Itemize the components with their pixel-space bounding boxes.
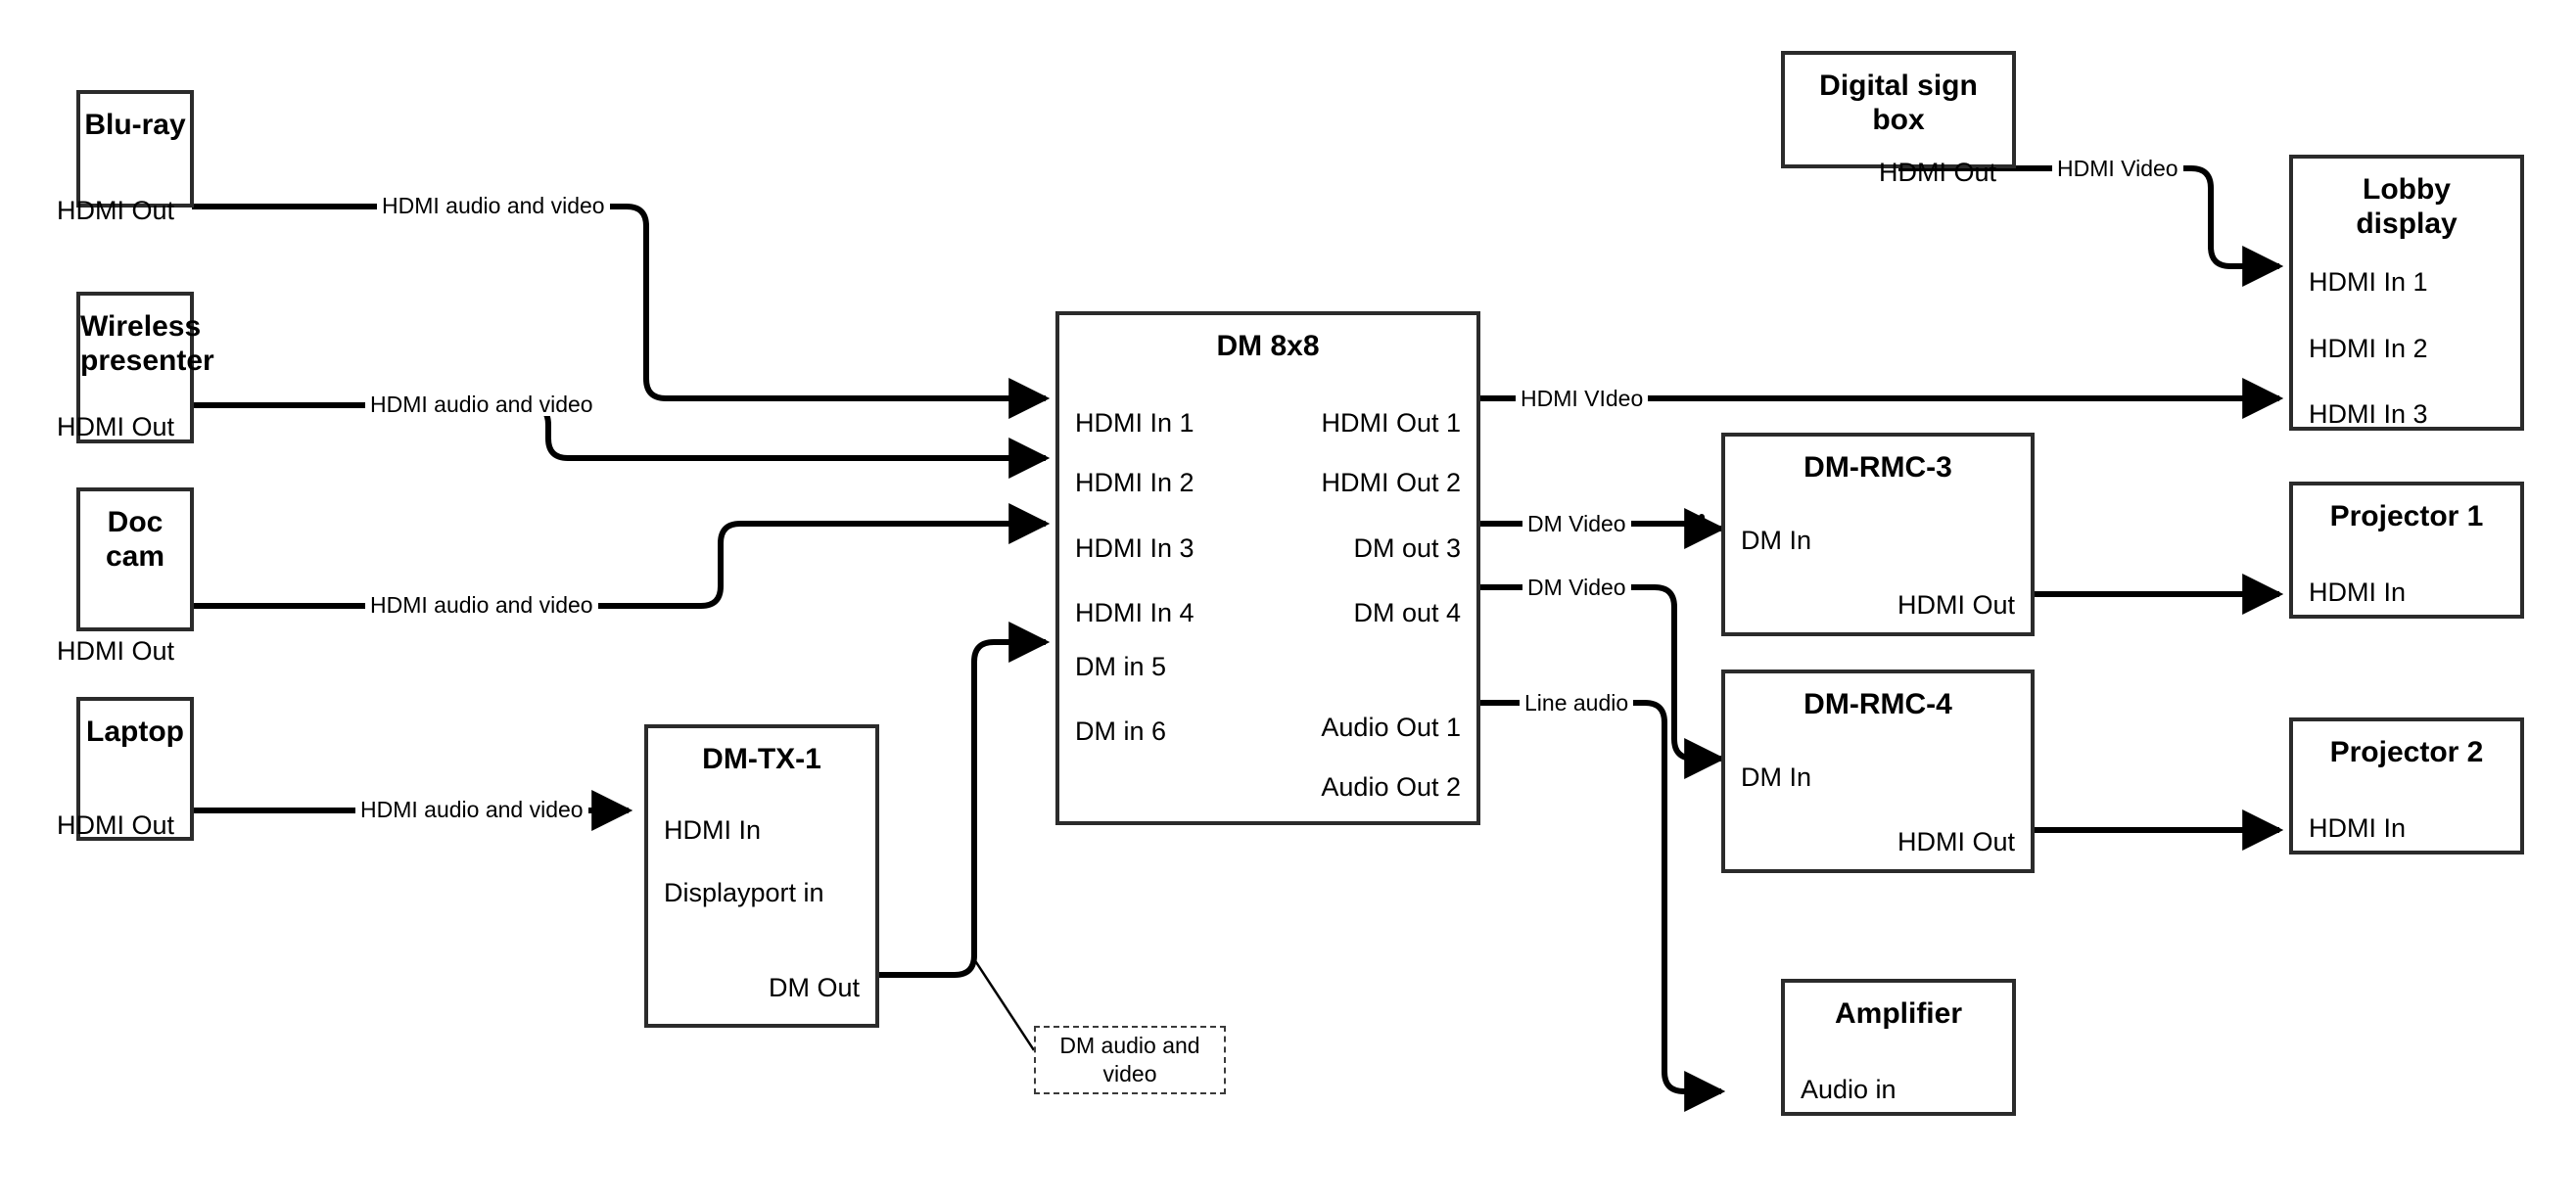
node-amplifier-title: Amplifier <box>1834 997 1963 1030</box>
port-doccam-hdmi-out[interactable]: HDMI Out <box>56 635 174 666</box>
port-dmtx1-dm-out[interactable]: DM Out <box>768 973 860 1003</box>
node-digital-sign-box[interactable]: Digital sign box HDMI Out <box>1781 51 2016 185</box>
node-dm-tx-1-ports: HDMI In Displayport in DM Out <box>648 776 875 1024</box>
wire-dm8x8-audioout1-to-amplifier <box>1480 700 1726 1112</box>
wire-label-wireless-to-dm8x8: HDMI audio and video <box>365 393 598 416</box>
node-wireless-presenter-title: Wireless presenter <box>80 310 214 378</box>
wire-dm8x8-out4-to-rmc4 <box>1480 584 1726 779</box>
wire-bluray-to-dm8x8-in1 <box>192 204 1051 419</box>
port-dmtx1-hdmi-in[interactable]: HDMI In <box>664 815 762 846</box>
wire-label-dm8x8-out1-to-lobby: HDMI VIdeo <box>1516 388 1649 410</box>
node-projector-2-title: Projector 2 <box>2329 736 2484 768</box>
port-bluray-hdmi-out[interactable]: HDMI Out <box>56 196 174 226</box>
wire-label-doccam-to-dm8x8: HDMI audio and video <box>365 594 598 617</box>
port-dm8x8-hdmi-out-2[interactable]: HDMI Out 2 <box>1321 468 1461 498</box>
callout-leader-line <box>972 958 1036 1051</box>
node-projector-1-title: Projector 1 <box>2329 500 2484 532</box>
node-dm-rmc-4-ports: DM In HDMI Out <box>1725 721 2031 869</box>
wire-label-bluray-to-dm8x8: HDMI audio and video <box>377 195 610 217</box>
node-projector-1-ports: HDMI In <box>2293 533 2520 615</box>
node-dm-rmc-4-title: DM-RMC-4 <box>1803 688 1952 720</box>
node-projector-1[interactable]: Projector 1 HDMI In <box>2289 482 2524 619</box>
node-amplifier-ports: Audio in <box>1785 1031 2012 1112</box>
port-dm8x8-audio-out-2[interactable]: Audio Out 2 <box>1321 772 1461 803</box>
node-dm-8x8-title: DM 8x8 <box>1216 330 1320 362</box>
wire-label-sign-to-lobby: HDMI Video <box>2052 158 2183 180</box>
port-rmc3-dm-in[interactable]: DM In <box>1741 526 1812 556</box>
callout-dm-audio-and-video: DM audio and video <box>1034 1026 1226 1094</box>
port-projector2-hdmi-in[interactable]: HDMI In <box>2309 813 2407 844</box>
node-dm-8x8[interactable]: DM 8x8 HDMI In 1 HDMI In 2 HDMI In 3 HDM… <box>1055 311 1480 825</box>
port-wireless-hdmi-out[interactable]: HDMI Out <box>56 411 174 441</box>
port-dm8x8-hdmi-in-4[interactable]: HDMI In 4 <box>1075 598 1194 628</box>
node-bluray[interactable]: Blu-ray HDMI Out <box>57 90 194 224</box>
node-dm-rmc-3-ports: DM In HDMI Out <box>1725 485 2031 632</box>
port-dm8x8-audio-out-1[interactable]: Audio Out 1 <box>1321 713 1461 743</box>
node-dm-rmc-4[interactable]: DM-RMC-4 DM In HDMI Out <box>1721 670 2035 873</box>
node-dm-rmc-3-title: DM-RMC-3 <box>1803 451 1952 484</box>
port-amplifier-audio-in[interactable]: Audio in <box>1801 1075 1897 1105</box>
wire-label-dmout4-to-rmc4: DM Video <box>1522 577 1631 599</box>
node-digital-sign-box-ports: HDMI Out <box>1785 138 2012 185</box>
node-dm-rmc-3[interactable]: DM-RMC-3 DM In HDMI Out <box>1721 433 2035 636</box>
node-digital-sign-box-title: Digital sign box <box>1819 69 1978 137</box>
wire-label-audioout1-to-amplifier: Line audio <box>1520 692 1634 715</box>
node-lobby-display-ports: HDMI In 1 HDMI In 2 HDMI In 3 <box>2293 242 2520 427</box>
port-dm8x8-hdmi-in-3[interactable]: HDMI In 3 <box>1075 533 1194 564</box>
port-dm8x8-hdmi-in-2[interactable]: HDMI In 2 <box>1075 468 1194 498</box>
wire-wireless-to-dm8x8-in2 <box>192 402 1051 479</box>
node-doc-cam[interactable]: Doc cam HDMI Out <box>57 487 194 664</box>
port-laptop-hdmi-out[interactable]: HDMI Out <box>56 810 174 841</box>
node-dm-tx-1-title: DM-TX-1 <box>702 743 821 775</box>
node-bluray-title: Blu-ray <box>84 109 186 141</box>
port-dm8x8-dm-in-5[interactable]: DM in 5 <box>1075 652 1167 682</box>
node-laptop-title: Laptop <box>86 716 184 748</box>
port-rmc4-dm-in[interactable]: DM In <box>1741 762 1812 793</box>
port-projector1-hdmi-in[interactable]: HDMI In <box>2309 577 2407 608</box>
node-laptop-ports: HDMI Out <box>57 749 190 839</box>
port-dm8x8-hdmi-in-1[interactable]: HDMI In 1 <box>1075 408 1194 439</box>
port-lobby-hdmi-in-1[interactable]: HDMI In 1 <box>2309 266 2428 297</box>
wire-label-dmout3-to-rmc3: DM Video <box>1522 513 1631 535</box>
wire-label-laptop-to-dmtx1: HDMI audio and video <box>355 799 588 821</box>
node-laptop[interactable]: Laptop HDMI Out <box>57 697 194 841</box>
node-doc-cam-title: Doc cam <box>105 506 165 574</box>
wire-dmtx1-to-dm8x8-in5 <box>879 622 1051 978</box>
node-dm-8x8-ports: HDMI In 1 HDMI In 2 HDMI In 3 HDMI In 4 … <box>1059 363 1476 821</box>
node-projector-2[interactable]: Projector 2 HDMI In <box>2289 717 2524 855</box>
node-bluray-ports: HDMI Out <box>57 142 190 224</box>
node-lobby-display-title: Lobby display <box>2356 173 2458 241</box>
port-dm8x8-dm-in-6[interactable]: DM in 6 <box>1075 716 1167 747</box>
node-wireless-presenter-ports: HDMI Out <box>57 379 190 439</box>
wire-doccam-to-dm8x8-in3 <box>192 503 1051 609</box>
port-digitalsign-hdmi-out[interactable]: HDMI Out <box>1878 157 1996 187</box>
node-projector-2-ports: HDMI In <box>2293 769 2520 851</box>
node-wireless-presenter[interactable]: Wireless presenter HDMI Out <box>57 292 214 443</box>
node-amplifier[interactable]: Amplifier Audio in <box>1781 979 2016 1116</box>
port-dmtx1-displayport-in[interactable]: Displayport in <box>664 878 824 908</box>
node-doc-cam-ports: HDMI Out <box>57 575 190 664</box>
port-dm8x8-dm-out-4[interactable]: DM out 4 <box>1353 598 1461 628</box>
port-lobby-hdmi-in-3[interactable]: HDMI In 3 <box>2309 398 2428 429</box>
port-rmc3-hdmi-out[interactable]: HDMI Out <box>1897 590 2015 621</box>
port-dm8x8-hdmi-out-1[interactable]: HDMI Out 1 <box>1321 408 1461 439</box>
node-dm-tx-1[interactable]: DM-TX-1 HDMI In Displayport in DM Out <box>644 724 879 1028</box>
port-lobby-hdmi-in-2[interactable]: HDMI In 2 <box>2309 333 2428 363</box>
port-rmc4-hdmi-out[interactable]: HDMI Out <box>1897 827 2015 857</box>
node-lobby-display[interactable]: Lobby display HDMI In 1 HDMI In 2 HDMI I… <box>2289 155 2524 431</box>
port-dm8x8-dm-out-3[interactable]: DM out 3 <box>1353 533 1461 564</box>
